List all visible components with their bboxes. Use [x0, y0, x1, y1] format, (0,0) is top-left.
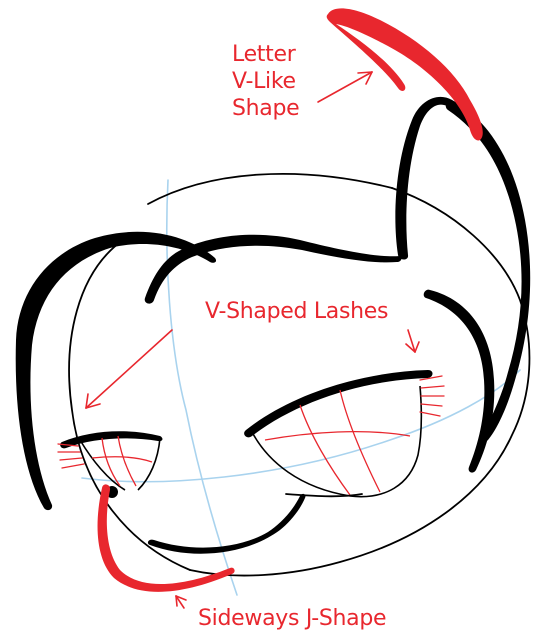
ear-left	[395, 96, 455, 260]
vertical-guide-line	[166, 179, 238, 596]
eye-left	[57, 431, 163, 491]
mouth-curve	[147, 493, 306, 554]
mane-right-strand	[423, 289, 495, 473]
eye-right	[244, 370, 445, 498]
head-left-contour	[68, 239, 191, 571]
eye-left-outline	[79, 437, 161, 491]
letter-v-line-1: Letter	[232, 42, 296, 67]
v-shaped-lashes-label: V-Shaped Lashes	[205, 299, 389, 324]
cheek-line	[285, 493, 363, 498]
muzzle-j-shape	[97, 484, 235, 592]
guide-lines	[81, 179, 521, 596]
eye-right-lid	[244, 370, 433, 438]
arrow-to-left-lashes	[85, 329, 173, 409]
arrow-to-right-lashes	[405, 329, 420, 353]
mane-left-curl	[15, 231, 217, 511]
horizontal-guide-line	[81, 369, 521, 483]
head-top-contour	[147, 173, 393, 205]
head-outline	[68, 173, 531, 577]
eye-left-iris-lines	[91, 435, 153, 487]
eye-right-iris-lines	[264, 389, 411, 496]
eye-left-lashes	[57, 443, 85, 469]
letter-v-line-3: Shape	[232, 96, 300, 121]
ear-v-shape	[326, 8, 483, 141]
arrow-to-j-shape	[175, 595, 187, 609]
arrow-to-ear	[317, 71, 373, 103]
letter-v-shape-label: Letter V-Like Shape	[232, 41, 300, 122]
eye-right-lashes	[419, 375, 445, 417]
mane-bang-v	[144, 234, 402, 304]
sideways-j-shape-label: Sideways J-Shape	[198, 606, 387, 631]
mane-strokes	[15, 96, 531, 511]
eye-right-outline	[251, 385, 423, 498]
head-right-contour	[189, 187, 531, 577]
ear-right-mane	[445, 99, 531, 442]
annotation-arrows	[85, 71, 420, 609]
eye-left-lid	[60, 431, 163, 449]
letter-v-line-2: V-Like	[232, 69, 296, 94]
